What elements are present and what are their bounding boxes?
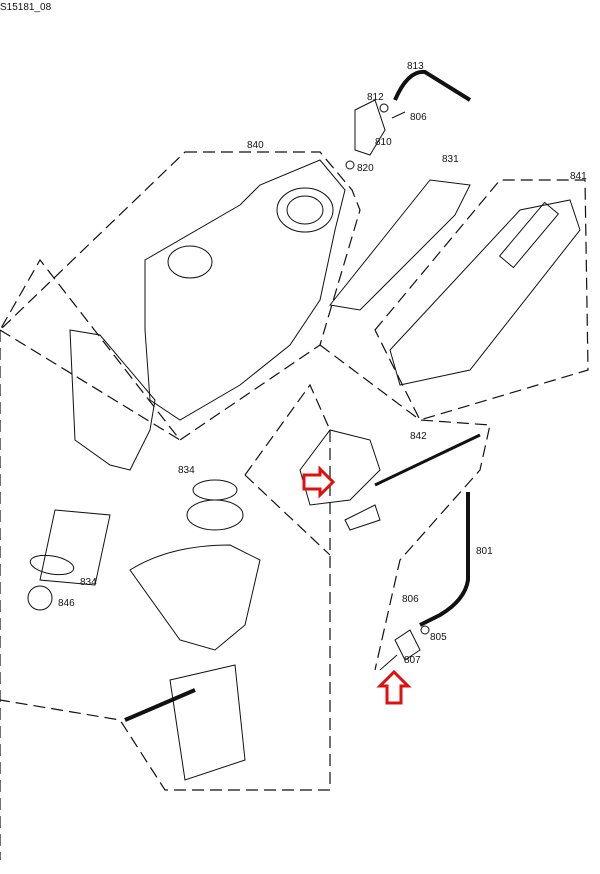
red-arrow-right-icon bbox=[302, 465, 336, 499]
label-834-ring: 834 bbox=[178, 465, 195, 476]
label-806-lower: 806 bbox=[402, 594, 419, 605]
red-arrow-up-icon bbox=[376, 669, 412, 705]
label-834-filter: 834 bbox=[80, 577, 97, 588]
label-801: 801 bbox=[476, 546, 493, 557]
label-812: 812 bbox=[367, 92, 384, 103]
label-805: 805 bbox=[430, 632, 447, 643]
label-846: 846 bbox=[58, 598, 75, 609]
label-810: 810 bbox=[375, 137, 392, 148]
label-842: 842 bbox=[410, 431, 427, 442]
highlight-arrows bbox=[302, 465, 412, 705]
label-841: 841 bbox=[570, 171, 587, 182]
drawing-reference: S15181_08 bbox=[0, 2, 52, 13]
label-831: 831 bbox=[442, 154, 459, 165]
label-840: 840 bbox=[247, 140, 264, 151]
label-806: 806 bbox=[410, 112, 427, 123]
label-813: 813 bbox=[407, 61, 424, 72]
assembly-boundaries bbox=[0, 151, 589, 860]
label-807: 807 bbox=[404, 655, 421, 666]
label-820: 820 bbox=[357, 163, 374, 174]
part-outlines bbox=[27, 69, 581, 781]
